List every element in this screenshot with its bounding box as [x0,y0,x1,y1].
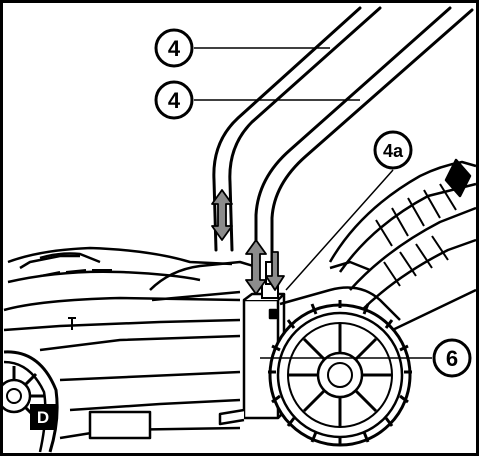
leader-lines [194,47,432,359]
up-down-arrow-icon [211,189,233,241]
callout-4-top-label: 4 [168,36,181,61]
grass-box [328,158,477,338]
panel-label-text: D [37,408,49,427]
front-wheel [0,350,59,453]
callout-4-bottom: 4 [154,80,194,120]
callout-4-top: 4 [154,28,194,68]
callout-4a-label: 4a [383,141,404,161]
down-arrow-icon [265,251,285,291]
callout-4a: 4a [373,130,413,170]
callout-6-label: 6 [446,346,458,371]
rear-wheel [268,300,412,447]
mower-body [3,246,401,440]
panel-label: D [30,404,56,430]
callout-4-bottom-label: 4 [168,88,181,113]
handle-bars [212,6,474,292]
callout-6: 6 [432,338,472,378]
up-down-arrow-icon-lower [245,239,267,295]
